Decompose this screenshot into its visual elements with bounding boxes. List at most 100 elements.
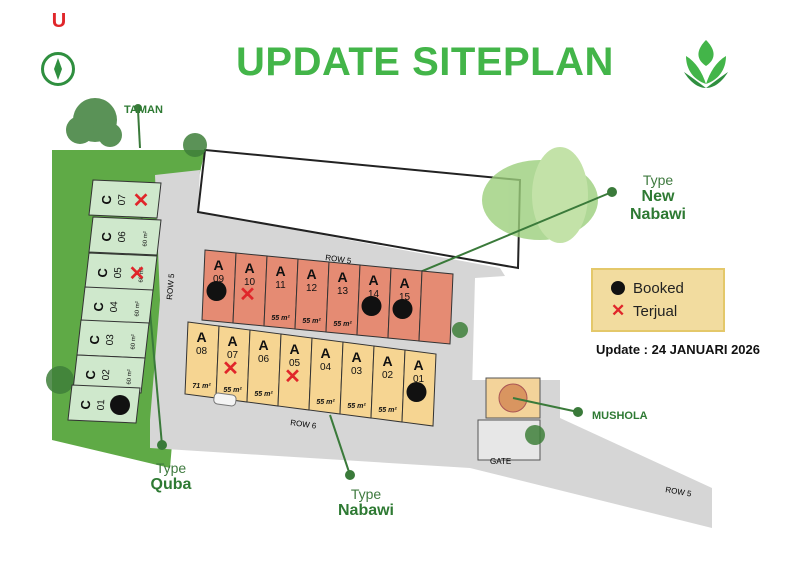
- mushola-label: MUSHOLA: [592, 410, 648, 422]
- lot-number-label: 14: [368, 289, 380, 300]
- lot-block-label: A: [275, 263, 285, 279]
- booked-dot-icon: [392, 299, 413, 319]
- lot-area-label: 55 m²: [271, 315, 290, 322]
- type-prefix: Type: [155, 460, 187, 476]
- lot-block-label: A: [227, 333, 237, 349]
- lot-area-label: 55 m²: [316, 399, 335, 406]
- lot-block-label: A: [413, 357, 423, 373]
- lot-a-01[interactable]: A01: [401, 349, 437, 427]
- lot-block-label: A: [320, 345, 330, 361]
- lot-block-label: A: [399, 275, 409, 291]
- lot-a-08[interactable]: A08 71 m²: [184, 321, 220, 399]
- lot-number-label: 08: [196, 346, 208, 357]
- legend-booked: Booked: [611, 278, 684, 298]
- compass-icon: [41, 52, 75, 86]
- lot-area-label: 60 m²: [135, 301, 142, 317]
- type-prefix: Type: [350, 486, 382, 502]
- lot-area-label: 60 m²: [143, 231, 150, 247]
- lot-number-label: 13: [337, 286, 349, 297]
- lot-number-label: 04: [109, 301, 121, 313]
- taman-label: TAMAN: [124, 104, 163, 116]
- lot-number-label: 01: [96, 399, 108, 411]
- lot-block-label: C: [99, 231, 115, 242]
- lot-block-label: A: [306, 266, 316, 282]
- page-title: UPDATE SITEPLAN: [236, 40, 614, 84]
- type-name: Nabawi: [337, 502, 394, 519]
- tree-icon: [46, 98, 545, 445]
- type-nabawi-callout: Type Nabawi: [326, 486, 406, 520]
- lot-a-15[interactable]: A15: [387, 267, 423, 342]
- lot-a-14[interactable]: A14: [356, 264, 392, 339]
- street-label-row5-left: ROW 5: [165, 273, 176, 300]
- lot-number-label: 07: [227, 350, 239, 361]
- booked-dot-icon: [110, 395, 130, 415]
- sold-x-icon: ✕: [284, 366, 301, 388]
- legend-sold-label: Terjual: [633, 302, 678, 320]
- sold-x-icon: ✕: [133, 190, 150, 212]
- lot-number-label: 09: [213, 274, 225, 285]
- sold-x-icon: ✕: [239, 284, 256, 306]
- lot-block-label: A: [351, 349, 361, 365]
- lot-number-label: 06: [258, 354, 270, 365]
- lot-number-label: 02: [382, 370, 394, 381]
- booked-dot-icon: [361, 296, 382, 316]
- compass-needle-icon: [54, 58, 62, 80]
- lot-a-10[interactable]: A10✕: [232, 252, 268, 327]
- legend-sold: ✕ Terjual: [611, 301, 677, 321]
- booked-dot-icon: [406, 382, 427, 402]
- lot-area-label: 55 m²: [254, 391, 273, 398]
- type-name-line1: New: [641, 188, 675, 205]
- lot-block-label: A: [258, 337, 268, 353]
- lot-block-label: A: [289, 341, 299, 357]
- dot-icon: [611, 281, 625, 295]
- lot-number-label: 05: [289, 358, 301, 369]
- lot-area-label: 71 m²: [192, 383, 211, 390]
- lot-block-label: A: [196, 329, 206, 345]
- lot-block-label: C: [91, 301, 107, 312]
- type-new-nabawi-callout: Type New Nabawi: [618, 172, 698, 224]
- lot-number-label: 02: [101, 369, 113, 381]
- lot-number-label: 12: [306, 283, 318, 294]
- lot-number-label: 01: [413, 374, 425, 385]
- compass: U: [36, 10, 82, 86]
- lot-number-label: 07: [117, 194, 129, 206]
- lot-block-label: A: [337, 269, 347, 285]
- lot-block-label: C: [83, 369, 99, 380]
- lot-area-label: 55 m²: [302, 318, 321, 325]
- lot-block-label: C: [99, 194, 115, 205]
- lot-number-label: 05: [113, 267, 125, 279]
- lot-number-label: 03: [351, 366, 363, 377]
- lot-block-label: C: [95, 267, 111, 278]
- lot-block-label: C: [87, 334, 103, 345]
- lot-block-label: A: [244, 260, 254, 276]
- sold-x-icon: ✕: [222, 358, 239, 380]
- lot-a-06[interactable]: A06 55 m²: [246, 329, 282, 407]
- lot-a-12[interactable]: A12 55 m²: [294, 258, 330, 333]
- lot-number-label: 03: [105, 334, 117, 346]
- lot-number-label: 10: [244, 277, 256, 288]
- gate-label: GATE: [490, 457, 511, 466]
- lot-block-label: A: [213, 257, 223, 273]
- sold-x-icon: ✕: [129, 263, 146, 285]
- type-prefix: Type: [642, 172, 674, 188]
- lot-a-04[interactable]: A04 55 m²: [308, 337, 344, 415]
- lot-number-label: 04: [320, 362, 332, 373]
- lot-empty[interactable]: [418, 270, 454, 345]
- lot-a-05[interactable]: A05✕: [277, 333, 313, 411]
- lot-a-09[interactable]: A09: [201, 249, 237, 324]
- lot-number-label: 15: [399, 292, 411, 303]
- x-mark-icon: ✕: [611, 301, 626, 320]
